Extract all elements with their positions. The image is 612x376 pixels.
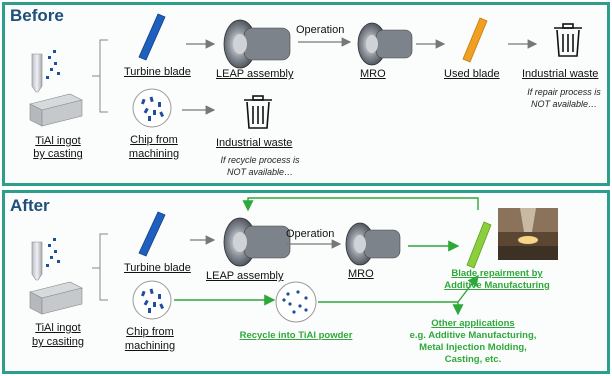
powder-icon: [275, 281, 317, 323]
chip-label-after-2: machining: [124, 340, 176, 352]
operation-label-after: Operation: [286, 228, 335, 240]
mro-label-after: MRO: [348, 268, 374, 280]
repaired-blade-icon: [466, 221, 492, 269]
ingot-label-after-2: by casiting: [32, 336, 84, 348]
recycle-powder-label: Recycle into TiAl powder: [239, 330, 353, 341]
recycle-note-1: If recycle process is: [220, 155, 300, 165]
before-heading: Before: [10, 6, 64, 25]
chip-label-before-1: Chip from: [130, 134, 178, 146]
ingot-icon-before: [29, 50, 83, 127]
other-applications-line-3: Casting, etc.: [444, 354, 502, 365]
chip-label-before-2: machining: [128, 148, 180, 160]
turbine-blade-icon-after: [138, 211, 166, 257]
chip-icon-after: [132, 280, 172, 320]
repair-note-1: If repair process is: [527, 87, 601, 97]
repair-note-2: NOT available…: [530, 99, 598, 109]
industrial-waste-label-top: Industrial waste: [522, 68, 599, 80]
engine-icon-after-1: [223, 217, 291, 267]
mro-label-before: MRO: [360, 68, 386, 80]
operation-label-before: Operation: [296, 24, 345, 36]
industrial-waste-label-chip: Industrial waste: [216, 137, 293, 149]
chip-label-after-1: Chip from: [126, 326, 174, 338]
ingot-label-before-1: TiAl ingot: [35, 135, 81, 147]
blade-repair-label-1: Blade repairment by: [451, 268, 543, 279]
turbine-blade-label-after: Turbine blade: [124, 262, 191, 274]
ingot-icon-after: [29, 238, 83, 315]
recycle-note-2: NOT available…: [226, 167, 294, 177]
leap-assembly-label-before: LEAP assembly: [216, 68, 294, 80]
blade-repair-label-2: Additive Manufacturing: [444, 280, 550, 291]
ingot-label-after-1: TiAl ingot: [35, 322, 81, 334]
chip-icon-before: [132, 88, 172, 128]
additive-manufacturing-photo: [498, 208, 558, 260]
after-heading: After: [10, 196, 50, 215]
other-applications-title: Other applications: [431, 318, 515, 329]
engine-icon-before-1: [223, 19, 291, 69]
before-panel: [2, 2, 610, 186]
ingot-label-before-2: by casting: [33, 148, 83, 160]
trash-icon-before-2: [244, 95, 272, 129]
engine-icon-after-2: [345, 222, 401, 266]
turbine-blade-label-before: Turbine blade: [124, 66, 191, 78]
feedback-loop-arrow: [242, 197, 479, 212]
engine-icon-before-2: [357, 22, 413, 66]
used-blade-icon: [462, 17, 488, 63]
arrow-green: [457, 274, 479, 303]
other-applications-line-2: Metal Injection Molding,: [419, 342, 527, 353]
turbine-blade-icon-before: [138, 13, 166, 61]
other-applications-line-1: e.g. Additive Manufacturing,: [409, 330, 537, 341]
used-blade-label: Used blade: [444, 68, 500, 80]
trash-icon-before-1: [554, 23, 582, 57]
leap-assembly-label-after: LEAP assembly: [206, 270, 284, 282]
